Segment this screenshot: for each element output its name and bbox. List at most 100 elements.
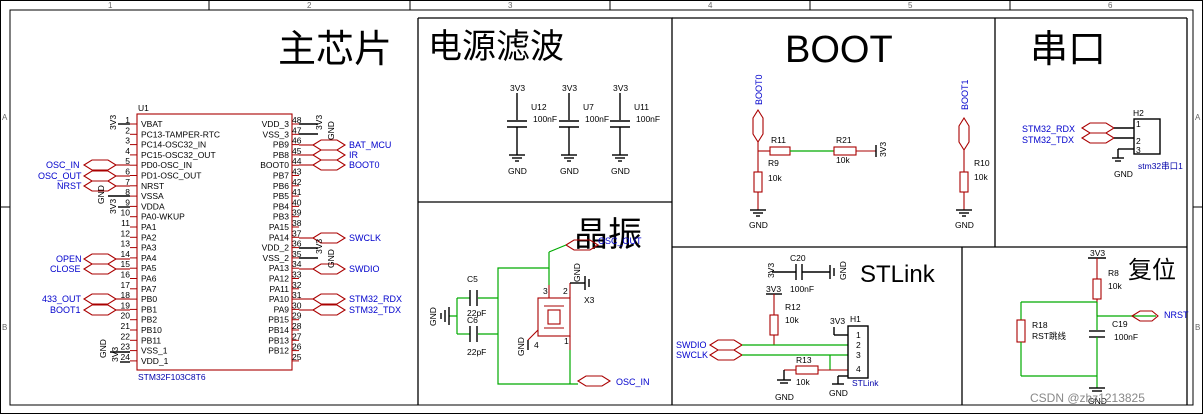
pin-number: 26 (292, 342, 302, 352)
mcu-left-nets: OSC_IN OSC_OUT NRST OPEN CLOSE 433_OUT B… (38, 115, 130, 363)
port-ir[interactable]: IR (299, 149, 359, 161)
gnd-label: GND (572, 263, 582, 282)
port-uart-rdx[interactable]: STM32_RDX (1022, 122, 1134, 134)
connector-h1[interactable]: 3V3 H1 1 2 3 4 STLink GND (829, 314, 879, 398)
pin-number: 22 (121, 331, 131, 341)
section-title-reset: 复位 (1128, 257, 1176, 284)
pin-number: 28 (292, 321, 302, 331)
pin-number: 21 (121, 321, 131, 331)
net-label: OPEN (56, 254, 82, 264)
crystal-x3[interactable]: 3 2 4 1 X3 GND GND (516, 263, 595, 356)
port-stm32-tdx[interactable]: STM32_TDX (299, 304, 401, 316)
resistor-r12[interactable]: 3V3 R12 10k (766, 284, 801, 345)
pin-name: VSS_1 (141, 346, 168, 356)
col-label: 4 (708, 1, 713, 10)
power-3v3: 3V3 (108, 199, 118, 214)
port-swdio[interactable]: SWDIO (299, 263, 380, 275)
port-osc-in[interactable]: OSC_IN (46, 159, 130, 171)
net-label: 433_OUT (42, 294, 82, 304)
section-title-uart: 串口 (1030, 29, 1106, 71)
power-3v3: 3V3 (878, 142, 888, 157)
port-uart-tdx[interactable]: STM32_TDX (1022, 132, 1134, 145)
pin-number: 6 (125, 167, 130, 177)
pin-name: PA14 (269, 232, 289, 242)
crystal-circuit: C5 22pF C6 22pF GND 3 2 4 1 X3 GND (428, 236, 650, 387)
port-433-out[interactable]: 433_OUT (42, 293, 130, 305)
port-swclk[interactable]: SWCLK (299, 232, 381, 244)
cap-u12[interactable]: 3V3 GND U12 100nF (507, 83, 557, 176)
resistor-r18[interactable]: R18 RST跳线 (1016, 319, 1067, 343)
cap-c19[interactable]: C19 100nF (1089, 319, 1138, 342)
pin-number: 39 (292, 208, 302, 218)
port-boot1[interactable]: BOOT1 (50, 304, 130, 316)
net-label: STM32_TDX (349, 305, 401, 315)
port-osc-in-crystal[interactable]: OSC_IN (576, 375, 650, 387)
port-stm32-rdx[interactable]: STM32_RDX (299, 293, 402, 305)
crystal-ref: X3 (584, 295, 595, 305)
pin-name: PA15 (269, 222, 289, 232)
pin-number: 2 (125, 125, 130, 135)
resistor-r9[interactable]: R9 10k (753, 158, 782, 210)
port-close[interactable]: CLOSE (50, 263, 130, 275)
port-boot0[interactable]: BOOT0 (299, 159, 380, 171)
mcu-pin-right: 25 (292, 352, 302, 362)
power-gnd: GND (98, 339, 108, 358)
resistor-ref: R11 (771, 135, 786, 145)
cap-c20[interactable]: 3V3 C20 100nF GND (766, 253, 848, 294)
cap-c5[interactable]: C5 22pF (467, 274, 486, 318)
port-boot1-vertical[interactable]: BOOT1 (958, 79, 970, 152)
power-filter: 3V3 GND U12 100nF 3V3 GND U7 100nF 3V3 G… (507, 83, 660, 176)
pin-number: 7 (125, 177, 130, 187)
net-label: SWDIO (349, 264, 380, 274)
cap-u7[interactable]: 3V3 GND U7 100nF (559, 83, 609, 176)
port-nrst[interactable]: NRST (57, 180, 130, 192)
port-open[interactable]: OPEN (56, 253, 130, 265)
cap-value: 22pF (467, 347, 486, 357)
pin-name: PB13 (268, 335, 289, 345)
pin-num: 2 (563, 286, 568, 296)
port-osc-out-crystal[interactable]: OSC_OUT (548, 236, 642, 253)
port-bat-mcu[interactable]: BAT_MCU (299, 139, 391, 151)
mcu-right-pins: 48VDD_347VSS_346PB945PB844BOOT043PB742PB… (260, 115, 302, 362)
resistor-value: RST跳线 (1032, 331, 1067, 341)
power-gnd: GND (326, 249, 336, 268)
gnd-label: GND (428, 307, 438, 326)
gnd-label: GND (749, 220, 768, 230)
port-stlink-swclk[interactable]: SWCLK (676, 349, 744, 361)
resistor-r10[interactable]: R10 10k (959, 158, 990, 210)
port-osc-out[interactable]: OSC_OUT (38, 170, 130, 182)
connector-label: stm32串口1 (1138, 161, 1183, 171)
gnd-label: GND (611, 166, 630, 176)
pin-number: 41 (292, 187, 302, 197)
port-boot0-vertical[interactable]: BOOT0 (752, 74, 764, 144)
mcu-part: STM32F103C8T6 (138, 372, 206, 382)
power-3v3: 3V3 (830, 316, 845, 326)
pin-num: 1 (1136, 119, 1141, 129)
pin-number: 43 (292, 167, 302, 177)
pin-name: PC13-TAMPER-RTC (141, 129, 220, 139)
port-stlink-swdio[interactable]: SWDIO (676, 339, 744, 351)
pin-name: PA6 (141, 274, 157, 284)
pin-num: 4 (856, 364, 861, 374)
resistor-r13[interactable]: R13 10k GND (775, 355, 819, 402)
gnd-label: GND (516, 337, 526, 356)
gnd-label: GND (955, 220, 974, 230)
port-reset-nrst[interactable]: NRST (1130, 310, 1189, 322)
gnd-label: GND (508, 166, 527, 176)
cap-c6[interactable]: C6 22pF (467, 315, 486, 357)
power-3v3: 3V3 (1090, 248, 1105, 258)
pin-number: 14 (121, 249, 131, 259)
cap-u11[interactable]: 3V3 GND U11 100nF (610, 83, 660, 176)
pin-number: 11 (121, 218, 130, 228)
